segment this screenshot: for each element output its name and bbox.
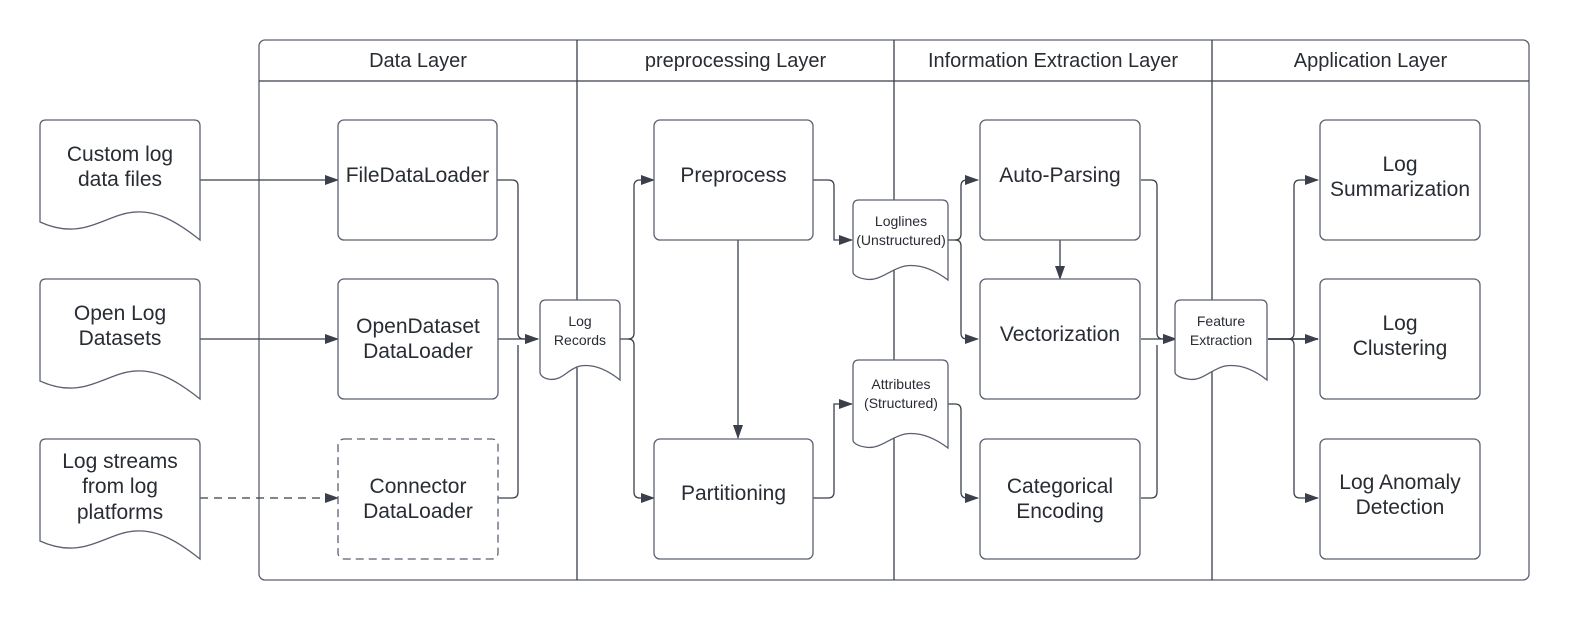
box-preprocess[interactable] <box>653 119 814 241</box>
artifact-documents <box>539 199 1268 450</box>
box-connector-loader[interactable] <box>337 438 499 560</box>
edge-preprocess-to-loglines <box>813 179 853 245</box>
box-summarization[interactable] <box>1319 119 1481 241</box>
edge-log-records-to-preprocess <box>616 175 655 340</box>
edge-loglines-to-auto-parsing <box>946 175 979 241</box>
doc-shape-attributes <box>852 359 949 450</box>
box-vectorization[interactable] <box>979 278 1141 400</box>
process-boxes <box>337 119 1481 560</box>
edge-loglines-to-vectorization <box>954 239 979 344</box>
doc-shape-open <box>39 278 201 401</box>
box-anomaly[interactable] <box>1319 438 1481 560</box>
edge-features-to-anomaly <box>1287 338 1319 503</box>
swimlane-container <box>258 39 1530 581</box>
box-file-loader[interactable] <box>337 119 498 241</box>
box-auto-parsing[interactable] <box>979 119 1141 241</box>
edge-log-records-to-partitioning <box>627 338 655 503</box>
edge-categorical-to-features <box>1141 345 1158 499</box>
edge-partitioning-to-attributes <box>813 399 853 499</box>
edge-auto-parsing-to-features <box>1141 179 1177 344</box>
box-clustering[interactable] <box>1319 278 1481 400</box>
doc-shape-loglines <box>852 199 949 282</box>
box-partitioning[interactable] <box>653 438 814 560</box>
doc-shape-streams <box>39 438 201 561</box>
edges <box>200 175 1319 503</box>
edge-attributes-to-categorical <box>946 403 979 503</box>
source-documents <box>39 119 201 561</box>
doc-shape-features <box>1174 299 1268 382</box>
box-open-loader[interactable] <box>337 278 499 400</box>
doc-shape-log-records <box>539 299 621 382</box>
edge-features-to-summarization <box>1268 175 1319 340</box>
box-categorical[interactable] <box>979 438 1141 560</box>
edge-file-loader-to-log-records <box>497 179 539 344</box>
edge-connector-loader-to-log-records <box>498 345 519 499</box>
doc-shape-custom <box>39 119 201 242</box>
